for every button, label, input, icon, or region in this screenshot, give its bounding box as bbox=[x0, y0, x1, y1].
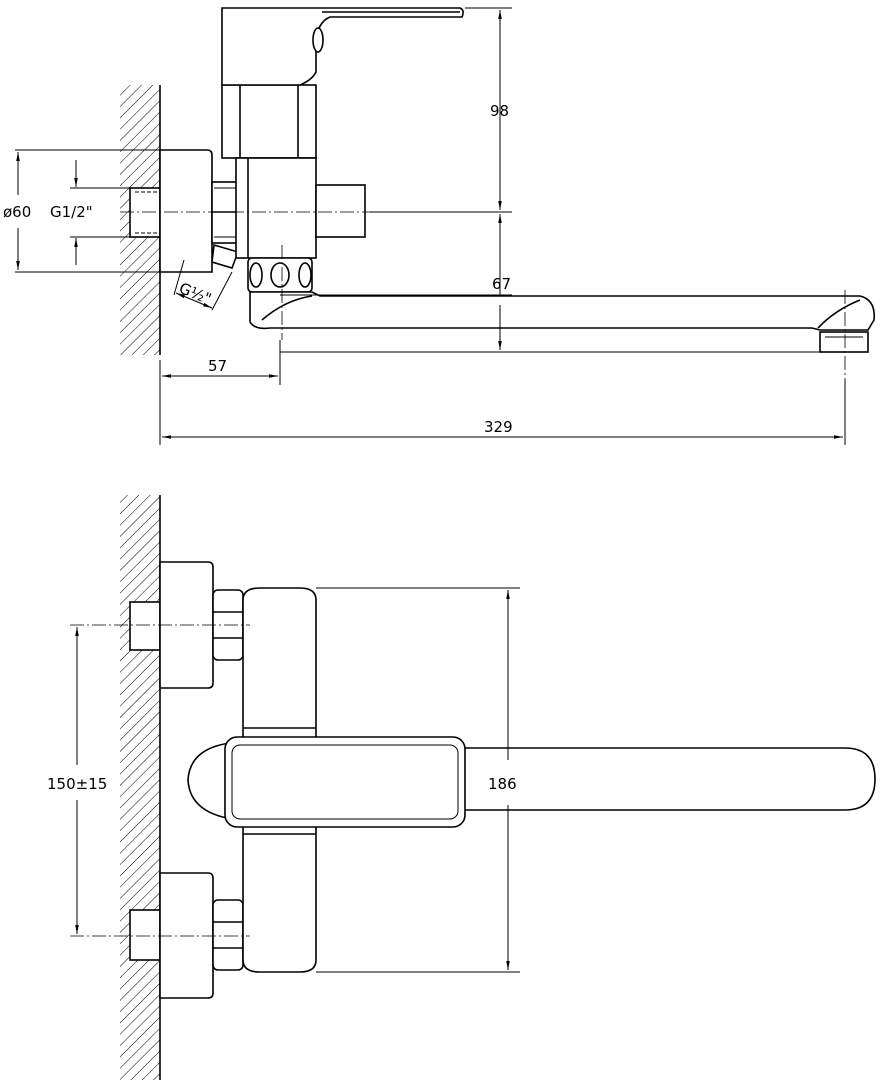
body-column bbox=[221, 84, 317, 159]
spout-front bbox=[459, 747, 876, 811]
upper-inlet-pipe bbox=[129, 601, 161, 651]
side-view: 98 67 57 329 ø60 G1/2" G½" bbox=[3, 7, 876, 445]
lever-handle-front bbox=[224, 736, 466, 828]
dim-flange-diameter: ø60 bbox=[3, 203, 31, 221]
dim-329: 329 bbox=[484, 418, 513, 436]
dim-inlet-thread: G1/2" bbox=[50, 203, 93, 221]
lower-inlet-pipe bbox=[129, 909, 161, 961]
dim-98: 98 bbox=[490, 102, 509, 120]
lower-nut bbox=[212, 899, 244, 971]
cartridge-housing bbox=[315, 184, 366, 238]
outlet-thread bbox=[211, 243, 240, 269]
dimension-lines-front bbox=[75, 587, 520, 973]
dimension-lines bbox=[15, 7, 846, 445]
wall-flange bbox=[159, 149, 213, 273]
front-view: 186 150±15 bbox=[47, 495, 876, 1080]
lower-flange bbox=[159, 872, 214, 999]
mixer-body bbox=[235, 157, 317, 259]
wall-hatch bbox=[120, 495, 160, 1080]
inlet-pipe bbox=[129, 187, 161, 238]
dim-outlet-thread: G½" bbox=[177, 279, 214, 308]
aerator bbox=[819, 331, 869, 353]
dim-186: 186 bbox=[488, 775, 517, 793]
spout bbox=[249, 291, 876, 331]
dim-57: 57 bbox=[208, 357, 227, 375]
lever-handle bbox=[221, 7, 464, 86]
dim-67: 67 bbox=[492, 275, 511, 293]
dim-150: 150±15 bbox=[47, 775, 107, 793]
